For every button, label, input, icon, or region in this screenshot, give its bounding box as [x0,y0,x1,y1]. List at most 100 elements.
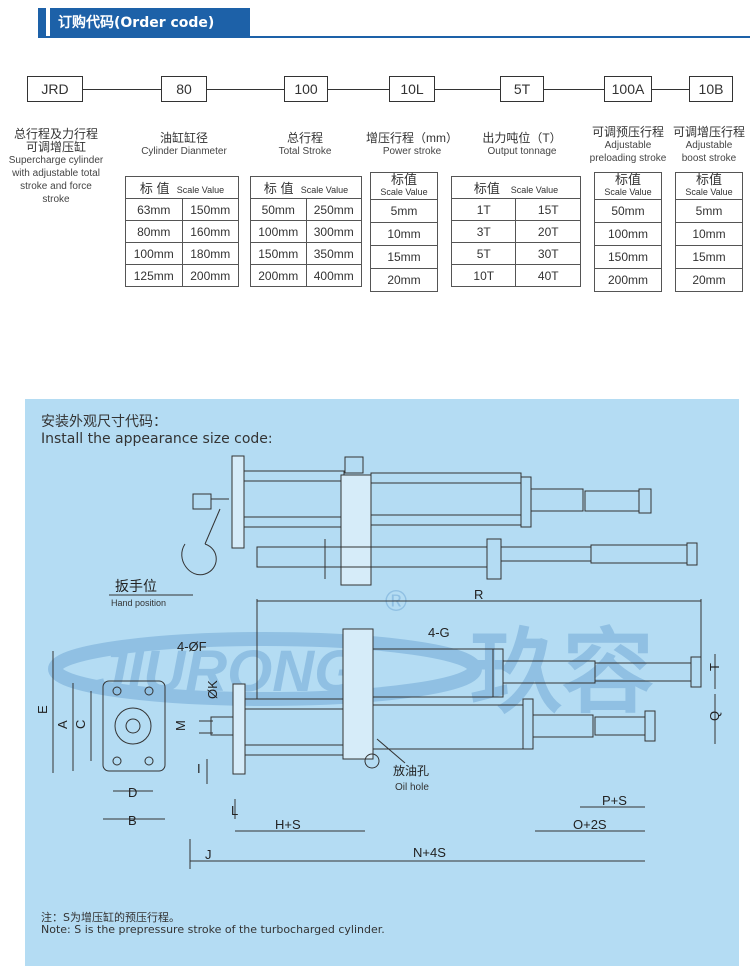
label-stroke-en: Total Stroke [278,146,332,157]
dim-M: M [173,720,188,731]
code-box-power: 10L [389,76,435,102]
dim-B: B [128,813,137,828]
table-head-cn: 标值 [614,172,641,187]
table-cell: 40T [515,264,581,287]
table-cell: 15T [515,198,581,221]
label-preload-cn: 可调预压行程 [591,125,664,139]
label-bore: 油缸缸径 Cylinder Dianmeter [128,132,240,158]
table-cell: 5T [450,242,517,265]
table-head-en: Scale Value [510,185,559,195]
table-head-en: Scale Value [604,187,652,197]
table-cell: 50mm [594,199,662,223]
label-boost-cn: 可调增压行程 [672,125,745,139]
code-box-tonnage: 5T [500,76,544,102]
dim-I: I [197,761,201,776]
table-row: 50mm [594,199,662,223]
table-cell: 15mm [675,245,743,269]
top-side-view [181,455,698,586]
table-cell: 400mm [305,264,362,287]
table-cell: 200mm [594,268,662,292]
oil-hole-cn: 放油孔 [393,763,429,778]
label-series-en: Supercharge cylinder with adjustable tot… [8,155,104,205]
header-title: 订购代码(Order code) [58,15,215,31]
table-head-cn: 标值 [473,181,500,196]
header-underline [38,36,750,38]
table-cell: 125mm [125,264,183,287]
code-box-boost: 10B [689,76,733,102]
dim-A: A [55,720,70,729]
table-head-en: Scale Value [300,185,349,195]
table-cell: 20T [515,220,581,243]
label-series-cn: 总行程及力行程 可调增压缸 [13,127,98,154]
install-title-cn: 安装外观尺寸代码： [41,414,167,430]
label-preload-en: Adjustable preloading stroke [589,140,667,164]
code-box-stroke: 100 [284,76,328,102]
table-cell: 100mm [125,242,183,265]
code-box-series: JRD [27,76,83,102]
table-stroke-head: 标 值 Scale Value [250,176,362,199]
table-row: 5mm [675,199,743,223]
dim-T: T [707,663,722,671]
table-head-cn: 标值 [390,172,417,187]
table-cell: 100mm [594,222,662,246]
label-tonnage-en: Output tonnage [487,146,557,157]
table-row: 10mm [370,222,438,246]
table-cell: 250mm [305,198,362,221]
dim-E: E [35,705,50,714]
table-head-en: Scale Value [685,187,733,197]
dim-D: D [128,785,137,800]
table-cell: 100mm [250,220,307,243]
oil-hole-leader [376,738,406,764]
header-tab-stripe [38,8,46,36]
table-row: 15mm [675,245,743,269]
table-cell: 20mm [370,268,438,292]
table-cell: 200mm [181,264,239,287]
label-tonnage: 出力吨位（T） Output tonnage [466,132,578,158]
table-head-en: Scale Value [380,187,428,197]
note-cn: 注：S为增压缸的预压行程。 [41,911,180,924]
watermark-logo-text: JIURONG [95,639,359,704]
dimension-labels: R 4-G 4-ØF ØK M E A C D B I L J T Q H+S … [35,587,722,862]
code-box-preload: 100A [604,76,652,102]
label-power-cn: 增压行程（mm） [366,131,458,145]
table-cell: 3T [450,220,517,243]
install-drawing: JIURONG 玖容 ® [35,455,722,869]
table-cell: 5mm [370,199,438,223]
table-cell: 80mm [125,220,183,243]
hand-position-cn: 扳手位 [115,579,157,595]
table-cell: 50mm [250,198,307,221]
label-power-en: Power stroke [382,146,442,157]
table-head-cn: 标值 [695,172,722,187]
label-bore-cn: 油缸缸径 [159,131,208,145]
table-cell: 5mm [675,199,743,223]
label-stroke: 总行程 Total Stroke [250,132,360,158]
front-view [52,651,213,820]
table-cell: 300mm [305,220,362,243]
dim-C: C [73,720,88,729]
main-side-view [189,599,716,869]
dim-J: J [205,847,212,862]
table-cell: 350mm [305,242,362,265]
table-cell: 20mm [675,268,743,292]
watermark-logo: JIURONG 玖容 ® [48,585,654,726]
dim-R: R [474,587,483,602]
table-row: 10mm [675,222,743,246]
header-banner [38,8,250,36]
table-head-cn: 标 值 [263,181,294,196]
note-en: Note: S is the prepressure stroke of the… [41,923,385,936]
table-cell: 160mm [181,220,239,243]
table-row: 20mm [675,268,743,292]
dim-4G: 4-G [428,625,450,640]
